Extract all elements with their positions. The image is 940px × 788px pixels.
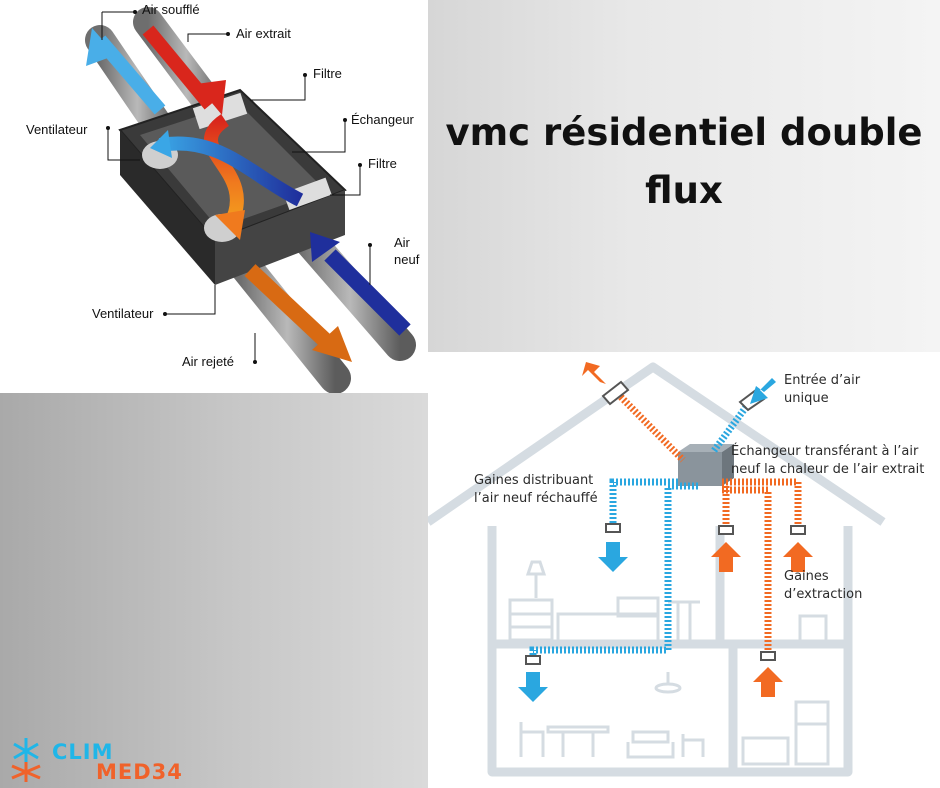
exchanger-box bbox=[678, 452, 722, 486]
label-echangeur-line1: Échangeur transférant à l’air bbox=[731, 444, 919, 459]
label-air-souffle: Air soufflé bbox=[142, 2, 200, 17]
title-text: vmc résidentiel double flux bbox=[445, 111, 923, 212]
label-filtre-top: Filtre bbox=[313, 66, 342, 81]
arrow-extract-through bbox=[204, 114, 244, 229]
arrow-fresh-through bbox=[158, 136, 304, 207]
label-air-rejete: Air rejeté bbox=[182, 354, 235, 369]
background-right bbox=[428, 0, 940, 352]
roof-outline bbox=[428, 362, 886, 526]
label-air-extrait: Air extrait bbox=[236, 26, 291, 41]
arrow-air-rejete bbox=[244, 264, 336, 351]
label-gaines-dist-line2: l’air neuf réchauffé bbox=[474, 491, 598, 506]
label-echangeur-line2: neuf la chaleur de l’air extrait bbox=[731, 462, 925, 477]
unit-box-front bbox=[215, 190, 345, 285]
label-gaines-ext-line1: Gaines bbox=[784, 569, 829, 584]
label-gaines-dist-line1: Gaines distribuant bbox=[474, 473, 594, 488]
label-entree-line2: unique bbox=[784, 391, 829, 406]
label-echangeur: Échangeur bbox=[351, 112, 414, 127]
logo-text-med34: MED34 bbox=[96, 760, 183, 784]
logo-text-clim: CLIM bbox=[52, 740, 114, 764]
extraction-ducts bbox=[615, 391, 802, 652]
label-air-neuf-line2: neuf bbox=[394, 252, 420, 267]
house-walls bbox=[487, 526, 853, 777]
orange-arrows bbox=[582, 362, 813, 697]
vmc-unit-illustration: Air soufflé Air extrait Filtre Échangeur… bbox=[0, 0, 428, 393]
label-air-neuf-line1: Air bbox=[394, 235, 410, 250]
furniture bbox=[508, 560, 830, 766]
blue-arrows bbox=[518, 378, 776, 702]
label-ventilateur-bottom: Ventilateur bbox=[92, 306, 154, 321]
arrow-air-extrait bbox=[142, 25, 216, 110]
snowflake-sun-icon bbox=[11, 738, 41, 782]
arrow-air-neuf bbox=[324, 249, 411, 336]
label-gaines-ext-line2: d’extraction bbox=[784, 587, 863, 602]
vmc-unit-drawing bbox=[85, 7, 416, 393]
climmed34-logo: CLIM MED34 bbox=[4, 736, 200, 786]
unit-box-left-side bbox=[120, 130, 215, 285]
background-left bbox=[0, 393, 428, 788]
house-drawing bbox=[428, 362, 886, 777]
house-diagram: Entrée d’air unique Échangeur transféran… bbox=[428, 352, 940, 788]
label-ventilateur-top: Ventilateur bbox=[26, 122, 88, 137]
label-filtre-right: Filtre bbox=[368, 156, 397, 171]
distribution-ducts bbox=[529, 404, 749, 660]
page-title: vmc résidentiel double flux bbox=[428, 104, 940, 220]
label-entree-line1: Entrée d’air bbox=[784, 373, 861, 388]
